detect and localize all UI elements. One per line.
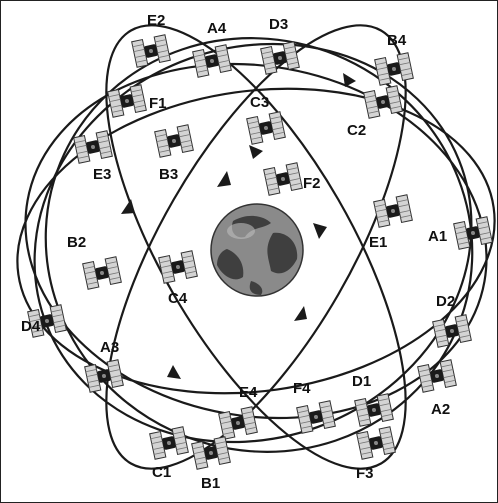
earth-globe-icon (211, 204, 303, 296)
satellite-label-b2: B2 (67, 234, 86, 251)
satellite-label-a3: A3 (100, 339, 119, 356)
satellite-icon-c1 (150, 427, 189, 460)
satellite-label-a2: A2 (431, 401, 450, 418)
satellite-icon-f2 (264, 163, 303, 196)
satellite-label-f4: F4 (293, 380, 311, 397)
satellite-label-f2: F2 (303, 175, 321, 192)
satellite-label-d3: D3 (269, 16, 288, 33)
satellite-label-e1: E1 (369, 234, 387, 251)
satellite-label-d2: D2 (436, 293, 455, 310)
satellite-icon-c4 (159, 251, 198, 284)
direction-arrow (167, 365, 181, 379)
satellite-label-a1: A1 (428, 228, 447, 245)
satellite-label-c3: C3 (250, 94, 269, 111)
satellite-label-d1: D1 (352, 373, 371, 390)
satellite-label-c1: C1 (152, 464, 171, 481)
satellite-label-b4: B4 (387, 32, 407, 49)
satellite-icon-e1 (374, 195, 413, 228)
direction-arrow (217, 171, 231, 187)
satellite-label-b3: B3 (159, 166, 178, 183)
satellite-icon-c3 (247, 112, 286, 145)
satellite-label-f3: F3 (356, 465, 374, 482)
satellite-icon-e4 (219, 407, 258, 440)
direction-arrow (121, 199, 135, 214)
satellite-label-e2: E2 (147, 12, 165, 29)
satellite-icon-b3 (155, 125, 194, 158)
direction-arrow (343, 73, 356, 87)
direction-arrow (249, 145, 263, 159)
satellite-icon-f3 (357, 427, 396, 460)
satellite-label-c4: C4 (168, 290, 188, 307)
satellite-label-d4: D4 (21, 318, 41, 335)
satellite-label-e4: E4 (239, 384, 258, 401)
satellite-icon-c2 (364, 86, 403, 119)
satellite-icon-d2 (433, 315, 472, 348)
direction-arrow (294, 306, 307, 321)
direction-arrow (313, 223, 327, 239)
satellite-label-c2: C2 (347, 122, 366, 139)
satellite-label-a4: A4 (207, 20, 227, 37)
satellite-label-f1: F1 (149, 95, 167, 112)
satellite-label-b1: B1 (201, 475, 220, 492)
satellite-icon-b2 (83, 257, 122, 290)
satellite-label-e3: E3 (93, 166, 111, 183)
